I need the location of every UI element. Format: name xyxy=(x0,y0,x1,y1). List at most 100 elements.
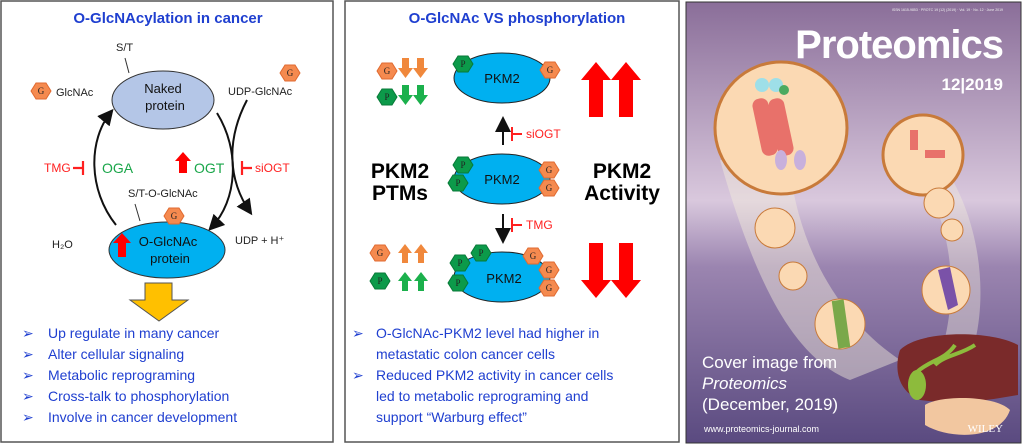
panel-oglcnac-vs-phosphorylation: O-GlcNAc VS phosphorylation G P PKM2 P G… xyxy=(344,0,680,443)
svg-text:G: G xyxy=(38,86,45,96)
oglcnac-protein xyxy=(108,221,226,279)
up-arrows-icon xyxy=(396,244,428,263)
naked-protein xyxy=(111,70,215,130)
inhibit-icon xyxy=(240,161,252,175)
svg-text:G: G xyxy=(384,66,391,76)
list-item: ➢ Up regulate in many cancer xyxy=(22,325,220,341)
oga-label: OGA xyxy=(102,160,134,176)
st-pointer xyxy=(124,57,130,74)
inhibit-icon xyxy=(73,161,85,175)
cover-caption: (December, 2019) xyxy=(702,395,838,414)
siogt-label: siOGT xyxy=(255,161,290,175)
glcnac-hexagon-icon: G xyxy=(279,64,301,82)
svg-text:Up regulate in many cancer: Up regulate in many cancer xyxy=(48,325,220,341)
phospho-hexagon-icon: P xyxy=(369,272,391,290)
st-label: S/T xyxy=(116,42,133,54)
cover-url: www.proteomics-journal.com xyxy=(703,424,819,434)
list-item: ➢ Involve in cancer development xyxy=(22,409,237,425)
up-arrow-icon xyxy=(175,152,191,173)
bullet-list: ➢ Up regulate in many cancer ➢ Alter cellu… xyxy=(22,325,237,425)
udp-h-label: UDP + H⁺ xyxy=(235,235,285,247)
svg-text:G: G xyxy=(546,183,553,193)
activity-label: Activity xyxy=(584,182,660,205)
list-item: ➢ Reduced PKM2 activity in cancer cells … xyxy=(352,367,613,425)
svg-text:G: G xyxy=(546,283,553,293)
glcnac-hexagon-icon: G xyxy=(538,161,560,179)
svg-text:P: P xyxy=(460,59,465,69)
svg-text:G: G xyxy=(547,65,554,75)
svg-text:Metabolic reprograming: Metabolic reprograming xyxy=(48,367,195,383)
phospho-hexagon-icon: P xyxy=(449,254,471,272)
glcnac-hexagon-icon: G xyxy=(539,61,561,79)
down-arrows-icon xyxy=(398,85,428,105)
phospho-hexagon-icon: P xyxy=(452,55,474,73)
tmg-label: TMG xyxy=(526,218,553,232)
svg-text:Involve in cancer development: Involve in cancer development xyxy=(48,409,237,425)
ogt-label: OGT xyxy=(194,160,225,176)
svg-text:G: G xyxy=(546,265,553,275)
glcnac-hexagon-icon: G xyxy=(538,261,560,279)
cover-journal-title: Proteomics xyxy=(795,23,1003,67)
st-pointer xyxy=(134,203,141,222)
svg-text:P: P xyxy=(460,160,465,170)
svg-text:G: G xyxy=(546,165,553,175)
svg-text:Cross-talk to phosphorylation: Cross-talk to phosphorylation xyxy=(48,388,229,404)
up-arrow-icon xyxy=(113,233,131,257)
siogt-label: siOGT xyxy=(526,127,561,141)
phospho-hexagon-icon: P xyxy=(376,88,398,106)
ptms-label: PTMs xyxy=(372,182,428,205)
svg-text:➢: ➢ xyxy=(22,325,34,341)
h2o-label: H₂O xyxy=(52,239,73,251)
inhibit-icon xyxy=(511,218,522,232)
panel-title: O-GlcNAcylation in cancer xyxy=(73,10,262,27)
udp-arrow xyxy=(231,99,253,216)
svg-text:G: G xyxy=(171,211,178,221)
cover-publisher: WILEY xyxy=(968,423,1003,435)
panel-oglcnacylation: O-GlcNAcylation in cancer S/T Naked prot… xyxy=(0,0,334,443)
phospho-hexagon-icon: P xyxy=(470,244,492,262)
glcnac-hexagon-icon: G xyxy=(538,279,560,297)
list-item: ➢ Alter cellular signaling xyxy=(22,346,184,362)
naked-protein-label: Naked xyxy=(144,81,182,96)
inhibit-icon xyxy=(511,127,522,141)
activity-label: PKM2 xyxy=(593,160,651,183)
glcnac-hexagon-icon: G xyxy=(163,207,185,225)
svg-text:P: P xyxy=(478,248,483,258)
ogt-arrow xyxy=(208,112,234,231)
svg-text:P: P xyxy=(457,258,462,268)
glcnac-hexagon-icon: G xyxy=(369,244,391,262)
cover-caption: Cover image from xyxy=(702,353,837,372)
svg-text:G: G xyxy=(530,251,537,261)
svg-text:Alter cellular signaling: Alter cellular signaling xyxy=(48,346,184,362)
cell-illustration xyxy=(713,60,1018,435)
tmg-label: TMG xyxy=(44,161,71,175)
pkm2-label: PKM2 xyxy=(484,172,519,187)
glcnac-hexagon-icon: G xyxy=(522,247,544,265)
journal-cover: ISSN 1615-9853 · PROTC 19 (12) (2019) · … xyxy=(685,1,1022,444)
phospho-hexagon-icon: P xyxy=(447,174,469,192)
svg-text:➢: ➢ xyxy=(22,346,34,362)
svg-text:➢: ➢ xyxy=(352,367,364,383)
svg-text:➢: ➢ xyxy=(22,409,34,425)
svg-text:P: P xyxy=(455,178,460,188)
oglcnac-protein-label: O-GlcNAc xyxy=(139,234,198,249)
phospho-hexagon-icon: P xyxy=(447,274,469,292)
bullet-list: ➢ O-GlcNAc-PKM2 level had higher in meta… xyxy=(352,325,613,425)
glcnac-hexagon-icon: G xyxy=(376,62,398,80)
cover-caption: Proteomics xyxy=(702,374,788,393)
svg-text:P: P xyxy=(377,276,382,286)
svg-text:support “Warburg effect”: support “Warburg effect” xyxy=(376,409,527,425)
svg-text:O-GlcNAc-PKM2 level had higher: O-GlcNAc-PKM2 level had higher in xyxy=(376,325,599,341)
svg-text:led to metabolic reprograming: led to metabolic reprograming and xyxy=(376,388,588,404)
svg-text:G: G xyxy=(287,68,294,78)
activity-down-arrows-icon xyxy=(581,243,641,298)
svg-text:➢: ➢ xyxy=(352,325,364,341)
list-item: ➢Cross-talk to phosphorylation xyxy=(22,388,229,404)
pkm2-label: PKM2 xyxy=(484,71,519,86)
down-arrow-icon xyxy=(128,282,190,322)
svg-text:P: P xyxy=(455,278,460,288)
st-oglcnac-label: S/T-O-GlcNAc xyxy=(128,188,198,200)
light-beam xyxy=(915,160,981,380)
panel-title: O-GlcNAc VS phosphorylation xyxy=(409,10,626,27)
